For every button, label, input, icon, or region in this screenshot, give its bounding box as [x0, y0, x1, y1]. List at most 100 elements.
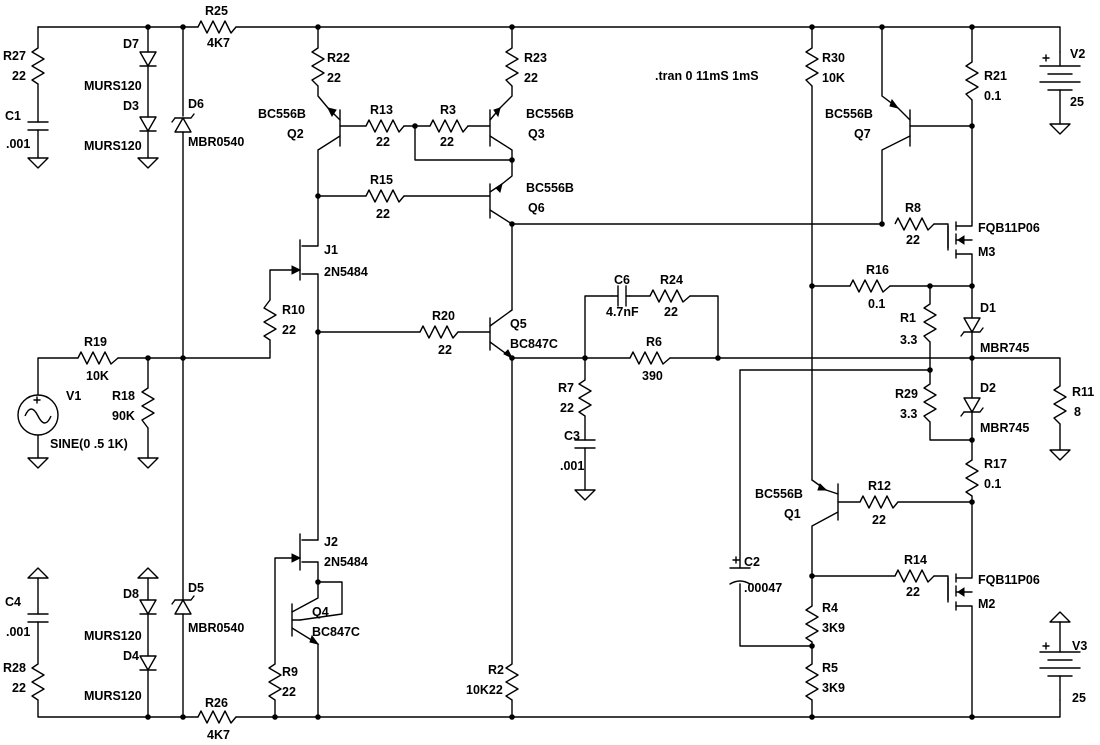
- label-R29-val: 3.3: [900, 407, 917, 421]
- label-Q5-val: BC847C: [510, 337, 558, 351]
- label-R12-val: 22: [872, 513, 886, 527]
- label-R17-val: 0.1: [984, 477, 1001, 491]
- junction-dots: [145, 24, 975, 720]
- label-R2-val: 10K22: [466, 683, 503, 697]
- diode-D6: [171, 26, 195, 359]
- label-D2-ref: D2: [980, 381, 996, 395]
- resistor-R14: [894, 569, 949, 601]
- label-C4-ref: C4: [5, 595, 21, 609]
- resistor-R29: [923, 369, 973, 441]
- label-R12-ref: R12: [868, 479, 891, 493]
- top-rail: [37, 26, 1061, 53]
- resistor-R25: [197, 20, 237, 34]
- label-R6-ref: R6: [646, 335, 662, 349]
- resistor-R21: [965, 26, 979, 223]
- label-R10-val: 22: [282, 323, 296, 337]
- transistor-Q1: [811, 479, 861, 607]
- label-D6-val: MBR0540: [188, 135, 244, 149]
- label-R6-val: 390: [642, 369, 663, 383]
- label-R19-ref: R19: [84, 335, 107, 349]
- label-Q2-val: BC556B: [258, 107, 306, 121]
- label-R20-val: 22: [438, 343, 452, 357]
- capacitor-C1: [27, 121, 49, 169]
- label-D1-ref: D1: [980, 301, 996, 315]
- label-D8-val: MURS120: [84, 629, 142, 643]
- label-V3-val: 25: [1072, 691, 1086, 705]
- label-R7-ref: R7: [558, 381, 574, 395]
- label-R19-val: 10K: [86, 369, 109, 383]
- resistor-R8: [894, 217, 949, 249]
- label-D1-val: MBR745: [980, 341, 1029, 355]
- label-Q6-ref: Q6: [528, 201, 545, 215]
- label-D6-ref: D6: [188, 97, 204, 111]
- label-R5-val: 3K9: [822, 681, 845, 695]
- directive-label: .tran 0 11mS 1mS: [655, 69, 759, 83]
- label-R23-val: 22: [524, 71, 538, 85]
- label-D3-val: MURS120: [84, 139, 142, 153]
- label-D5-ref: D5: [188, 581, 204, 595]
- label-Q1-ref: Q1: [784, 507, 801, 521]
- label-R16-ref: R16: [866, 263, 889, 277]
- label-V1-val: SINE(0 .5 1K): [50, 437, 128, 451]
- resistor-R30: [805, 26, 819, 481]
- resistor-R23: [499, 26, 519, 109]
- transistor-Q4: [291, 581, 343, 718]
- resistor-R27: [31, 26, 45, 123]
- label-Q2-ref: Q2: [287, 127, 304, 141]
- label-R20-ref: R20: [432, 309, 455, 323]
- label-R25-val: 4K7: [207, 36, 230, 50]
- resistor-R15: [365, 189, 491, 203]
- resistor-R28: [31, 663, 45, 701]
- jfet-J1: [291, 195, 319, 541]
- label-R13-ref: R13: [370, 103, 393, 117]
- label-M2-ref: M2: [978, 597, 995, 611]
- label-Q5-ref: Q5: [510, 317, 527, 331]
- label-R3-ref: R3: [440, 103, 456, 117]
- labels: .tran 0 11mS 1mS R25 4K7 R26 4K7 R27 22 …: [3, 4, 1094, 742]
- feedback-loop-R13-R3: [414, 125, 513, 161]
- resistor-R10: [263, 269, 296, 353]
- label-R4-val: 3K9: [822, 621, 845, 635]
- label-Q3-val: BC556B: [526, 107, 574, 121]
- resistor-R1: [923, 285, 937, 371]
- resistor-R26: [197, 710, 237, 724]
- label-C2-val: .00047: [744, 581, 782, 595]
- label-R7-val: 22: [560, 401, 574, 415]
- resistor-R7: [578, 379, 592, 417]
- resistor-R3: [429, 119, 491, 133]
- resistor-R11: [1049, 385, 1071, 461]
- resistor-R16: [811, 279, 973, 293]
- sine-source-V1: [17, 394, 59, 436]
- label-R4-ref: R4: [822, 601, 838, 615]
- transistor-Q5: [489, 309, 514, 665]
- label-R5-ref: R5: [822, 661, 838, 675]
- label-Q6-val: BC556B: [526, 181, 574, 195]
- resistor-R20: [419, 325, 491, 339]
- label-D4-ref: D4: [123, 649, 139, 663]
- resistor-R4: [805, 605, 819, 665]
- label-R17-ref: R17: [984, 457, 1007, 471]
- label-D4-val: MURS120: [84, 689, 142, 703]
- label-R10-ref: R10: [282, 303, 305, 317]
- label-R8-val: 22: [906, 233, 920, 247]
- label-R29-ref: R29: [895, 387, 918, 401]
- label-D5-val: MBR0540: [188, 621, 244, 635]
- label-R9-val: 22: [282, 685, 296, 699]
- label-R28-val: 22: [12, 681, 26, 695]
- label-M3-ref: M3: [978, 245, 995, 259]
- resistor-R9: [268, 557, 296, 718]
- label-C2-ref: C2: [744, 555, 760, 569]
- label-C4-val: .001: [6, 625, 30, 639]
- label-R3-val: 22: [440, 135, 454, 149]
- input-wires: [27, 351, 271, 469]
- label-Q4-val: BC847C: [312, 625, 360, 639]
- label-M3-val: FQB11P06: [978, 221, 1040, 235]
- resistor-R5: [805, 663, 819, 718]
- resistor-R17: [965, 459, 979, 577]
- diode-chain-D7-D3: [137, 26, 159, 169]
- label-R24-ref: R24: [660, 273, 683, 287]
- label-C6-ref: C6: [614, 273, 630, 287]
- label-V1-ref: V1: [66, 389, 81, 403]
- diode-D5: [171, 357, 195, 718]
- label-V2-ref: V2: [1070, 47, 1085, 61]
